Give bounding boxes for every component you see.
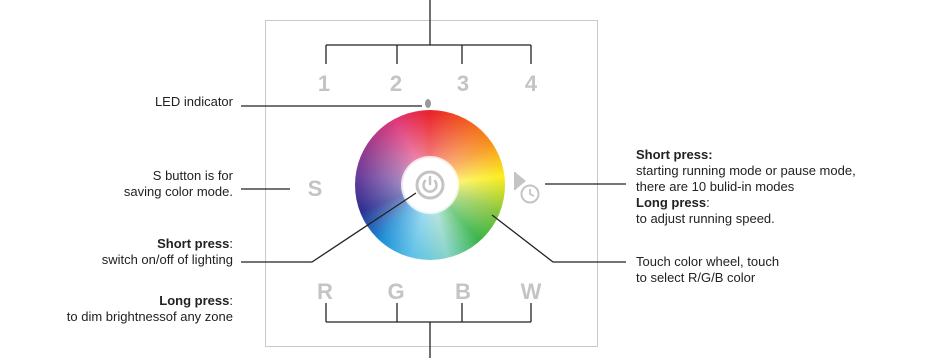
power-short-desc: switch on/off of lighting xyxy=(101,252,233,267)
power-short-colon: : xyxy=(229,236,233,251)
color-button-r[interactable]: R xyxy=(317,279,333,304)
power-long-title: Long press xyxy=(159,293,230,308)
color-button-g[interactable]: G xyxy=(387,279,405,304)
mode-short-line2: there are 10 bulid-in modes xyxy=(636,179,795,194)
power-long-desc: to dim brightnessof any zone xyxy=(66,309,233,324)
play-timer-icon[interactable] xyxy=(513,170,543,206)
s-button-note-line1: S button is for xyxy=(152,168,233,183)
zone-button-4[interactable]: 4 xyxy=(524,71,538,96)
power-short-press-note: Short press: switch on/off of lighting xyxy=(102,236,233,268)
power-long-press-note: Long press: to dim brightnessof any zone xyxy=(67,293,233,325)
zone-button-2[interactable]: 2 xyxy=(389,71,403,96)
power-button[interactable] xyxy=(403,158,457,212)
color-wheel-note: Touch color wheel, touch to select R/G/B… xyxy=(636,254,779,286)
wheel-note-line1: Touch color wheel, touch xyxy=(636,254,780,269)
mode-long-desc: to adjust running speed. xyxy=(636,211,775,226)
power-icon xyxy=(415,170,445,200)
zone-button-1[interactable]: 1 xyxy=(317,71,331,96)
led-indicator-dot xyxy=(425,99,431,108)
save-button[interactable]: S xyxy=(307,176,323,201)
color-button-w[interactable]: W xyxy=(520,279,542,304)
mode-short-line1: starting running mode or pause mode, xyxy=(636,163,856,178)
s-button-note-line2: saving color mode. xyxy=(123,184,233,199)
mode-long-title: Long press xyxy=(636,195,707,210)
color-button-b[interactable]: B xyxy=(455,279,471,304)
power-short-title: Short press xyxy=(157,236,230,251)
wheel-note-line2: to select R/G/B color xyxy=(636,270,756,285)
s-button-note: S button is for saving color mode. xyxy=(124,168,233,200)
led-indicator-label: LED indicator xyxy=(154,94,233,109)
mode-button-note: Short press: starting running mode or pa… xyxy=(636,147,856,227)
zone-button-3[interactable]: 3 xyxy=(456,71,470,96)
mode-short-title: Short press: xyxy=(636,147,713,162)
power-long-colon: : xyxy=(229,293,233,308)
mode-long-colon: : xyxy=(706,195,710,210)
